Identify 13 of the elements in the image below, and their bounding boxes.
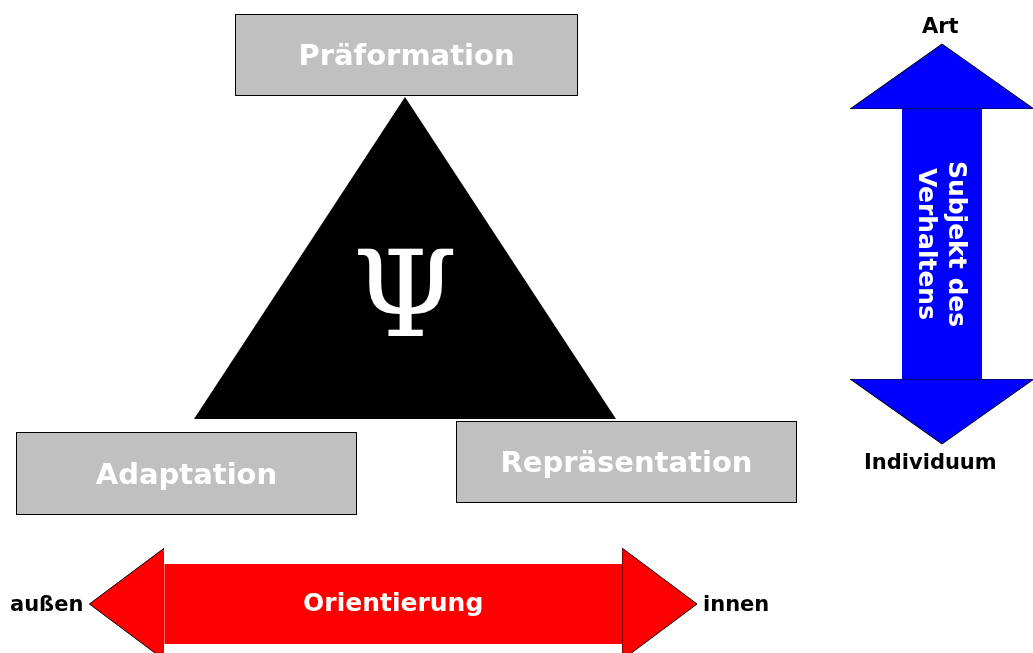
end-label: Art xyxy=(922,14,959,38)
end-label: außen xyxy=(10,592,84,616)
label-box: Adaptation xyxy=(16,432,357,515)
edge-label: Subjekt des Verhaltens xyxy=(912,159,972,330)
triangle-shape xyxy=(194,97,616,419)
label-box: Präformation xyxy=(235,14,578,96)
end-label: innen xyxy=(703,592,770,616)
double-arrow xyxy=(88,547,698,653)
edge-label: Orientierung xyxy=(302,588,485,617)
end-label: Individuum xyxy=(864,450,997,474)
psi-symbol: Ψ xyxy=(351,235,459,355)
double-arrow xyxy=(849,43,1033,445)
label-box: Repräsentation xyxy=(456,421,797,503)
